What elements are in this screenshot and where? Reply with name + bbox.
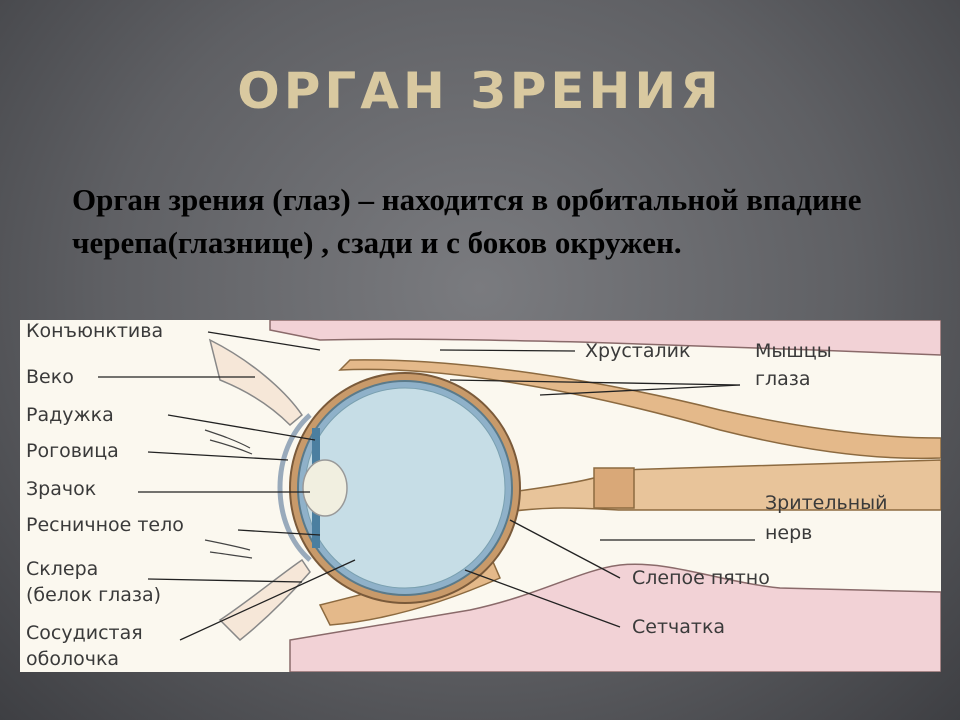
label-sclera-note: (белок глаза) (26, 584, 162, 606)
label-choroid: Сосудистая (26, 622, 143, 644)
label-iris: Радужка (26, 404, 114, 426)
upper-eyelid-shape (208, 338, 304, 427)
label-cornea: Роговица (26, 440, 119, 462)
label-muscles: Мышцы (755, 340, 832, 362)
upper-eye-muscle (338, 359, 941, 460)
lower-eyelid-shape (218, 558, 311, 642)
eye-illustration (98, 320, 941, 672)
label-sclera: Склера (26, 558, 99, 580)
label-blind-spot: Слепое пятно (632, 567, 770, 589)
lens-shape (302, 459, 348, 517)
lower-orbit-bone (289, 563, 941, 672)
label-pupil: Зрачок (26, 478, 97, 500)
eye-diagram: Конъюнктива Веко Радужка Роговица Зрачок… (20, 320, 941, 672)
upper-orbit-bone (269, 320, 941, 356)
label-lens: Хрусталик (585, 340, 691, 362)
label-eyelid: Веко (26, 366, 74, 388)
label-muscles-2: глаза (755, 368, 811, 390)
optic-nerve-sheath (593, 467, 635, 509)
eyelashes (204, 429, 253, 559)
leader-lines-right (439, 349, 755, 628)
cornea-shape (277, 413, 312, 562)
label-ciliary-body: Ресничное тело (26, 514, 184, 536)
label-choroid-2: оболочка (26, 648, 120, 670)
label-optic-nerve: Зрительный (765, 492, 888, 514)
label-optic-nerve-2: нерв (765, 522, 813, 544)
label-retina: Сетчатка (632, 616, 726, 638)
slide-title: ОРГАН ЗРЕНИЯ (237, 62, 723, 120)
leader-lines-left (98, 331, 356, 641)
slide-body-text: Орган зрения (глаз) – находится в орбита… (72, 182, 862, 260)
label-conjunctiva: Конъюнктива (26, 320, 164, 342)
